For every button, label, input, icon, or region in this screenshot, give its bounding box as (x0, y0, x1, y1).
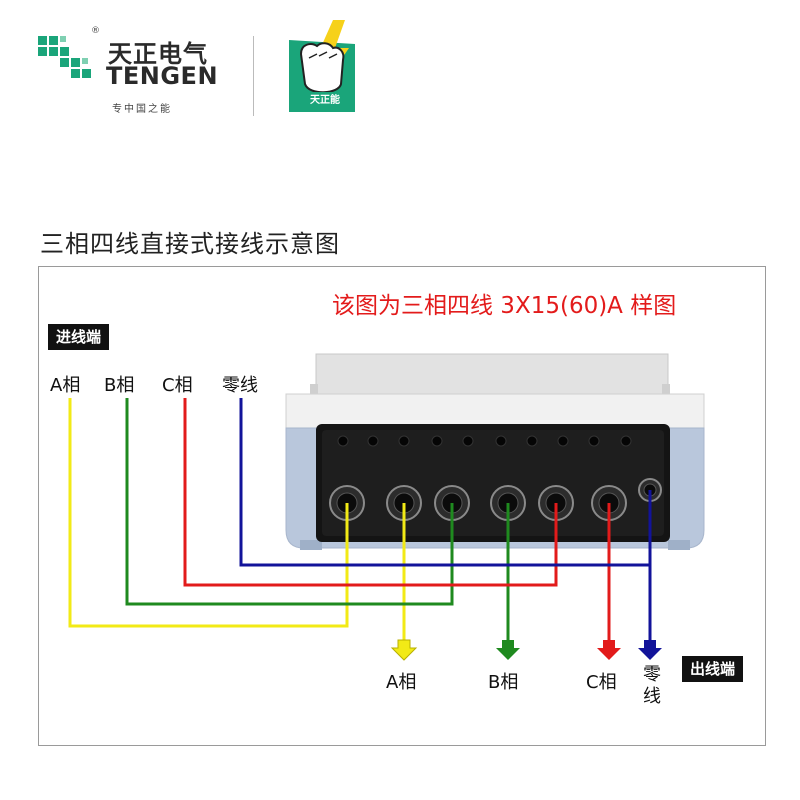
output-label-phase-a: A相 (386, 672, 417, 693)
output-label-neutral-bottom: 线 (643, 686, 661, 707)
brand-name-en: TENGEN (106, 62, 219, 90)
fist-mascot-icon (289, 20, 355, 112)
diagram-frame (38, 266, 766, 746)
output-terminal-tag: 出线端 (682, 656, 744, 682)
screw-hole (337, 435, 349, 447)
screw-hole (620, 435, 632, 447)
input-label-neutral: 零线 (222, 375, 258, 396)
brand-divider (253, 36, 254, 116)
wire-phase-b-in (125, 398, 454, 606)
output-label-neutral: 零 线 (640, 664, 664, 708)
brand-slogan: 专中国之能 (112, 104, 172, 115)
brand-name-cn: 天正电气 (108, 40, 208, 68)
sample-note: 该图为三相四线 3X15(60)A 样图 (332, 293, 677, 319)
screw-hole (398, 435, 410, 447)
screw-holes (337, 435, 632, 447)
arrow-down-icon (390, 639, 418, 661)
diagram-title: 三相四线直接式接线示意图 (40, 230, 340, 258)
input-label-phase-c: C相 (162, 375, 193, 396)
input-label-phase-b: B相 (104, 375, 135, 396)
tengen-logo-icon (38, 36, 91, 78)
arrow-down-icon (638, 640, 662, 660)
input-label-phase-a: A相 (50, 375, 81, 396)
arrow-down-icon (597, 640, 621, 660)
screw-hole (495, 435, 507, 447)
wire-phase-c-in (183, 398, 558, 587)
output-label-phase-b: B相 (488, 672, 519, 693)
screw-hole (367, 435, 379, 447)
wire-neutral-in (239, 398, 650, 567)
screw-hole (462, 435, 474, 447)
screw-hole (557, 435, 569, 447)
arrow-down-icon (496, 640, 520, 660)
output-label-phase-c: C相 (586, 672, 617, 693)
screw-hole (431, 435, 443, 447)
mascot-label: 天正能 (310, 95, 340, 106)
input-terminal-tag: 进线端 (48, 324, 110, 350)
output-label-neutral-top: 零 (643, 664, 661, 685)
registered-mark: ® (91, 26, 100, 36)
screw-hole (588, 435, 600, 447)
screw-hole (526, 435, 538, 447)
